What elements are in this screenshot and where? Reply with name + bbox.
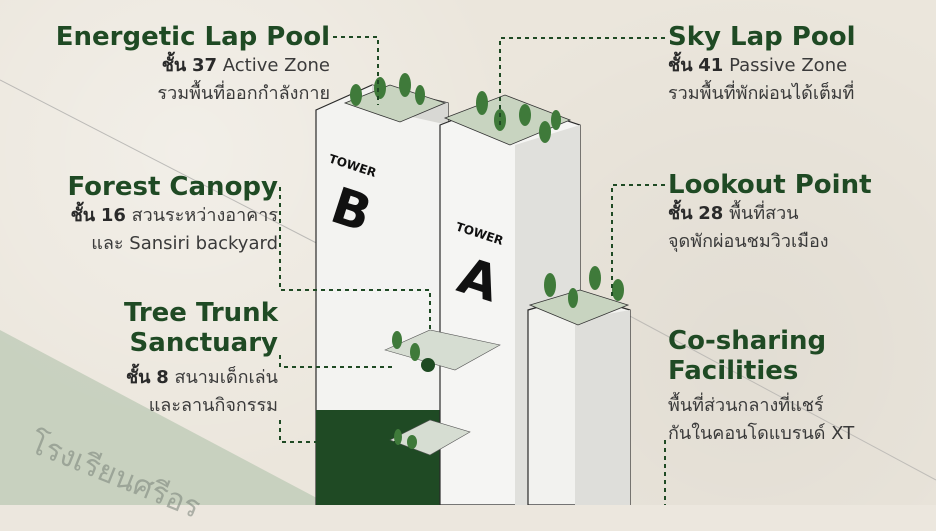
skylap-desc: รวมพื้นที่พักผ่อนได้เต็มที่: [668, 83, 855, 104]
forest-title: Forest Canopy: [67, 172, 278, 202]
road-line-right: [599, 299, 936, 481]
co-sharing-facilities-label: Co-sharing Facilities พื้นที่ส่วนกลางที่…: [668, 326, 933, 448]
trunk-desc: และลานกิจกรรม: [148, 395, 278, 416]
energetic-desc: รวมพื้นที่ออกกำลังกาย: [157, 83, 330, 104]
lookout-desc: จุดพักผ่อนชมวิวเมือง: [668, 231, 829, 252]
cosharing-title-1: Co-sharing: [668, 326, 827, 356]
roof-garden-lookout: [528, 289, 630, 326]
skylap-floor: ชั้น 41 Passive Zone: [668, 55, 848, 76]
energetic-lap-pool-label: Energetic Lap Pool ชั้น 37 Active Zone ร…: [14, 22, 330, 108]
tower-illustration: TOWER B TOWER A: [0, 36, 936, 505]
lookout-point-label: Lookout Point ชั้น 28 พื้นที่สวน จุดพักผ…: [668, 170, 933, 256]
sky-lap-pool-label: Sky Lap Pool ชั้น 41 Passive Zone รวมพื้…: [668, 22, 933, 108]
trunk-title-1: Tree Trunk: [123, 298, 278, 328]
lookout-title: Lookout Point: [668, 170, 872, 200]
leader-lines: [279, 36, 666, 505]
forest-floor: ชั้น 16 สวนระหว่างอาคาร: [70, 205, 278, 226]
road-line: [0, 79, 331, 251]
tree-trunk-sanctuary-label: Tree Trunk Sanctuary ชั้น 8 สนามเด็กเล่น…: [6, 298, 278, 420]
trunk-title-2: Sanctuary: [129, 328, 278, 358]
low-block-side: [575, 310, 630, 505]
lookout-floor: ชั้น 28 พื้นที่สวน: [668, 203, 799, 224]
cosharing-title-2: Facilities: [668, 356, 799, 386]
energetic-floor: ชั้น 37 Active Zone: [161, 55, 330, 76]
cosharing-desc-2: กันในคอนโดแบรนด์ XT: [668, 423, 855, 444]
skylap-title: Sky Lap Pool: [668, 22, 856, 52]
trees: [350, 73, 624, 449]
cosharing-desc-1: พื้นที่ส่วนกลางที่แชร์: [668, 395, 824, 416]
trunk-floor: ชั้น 8 สนามเด็กเล่น: [125, 367, 278, 388]
forest-desc: และ Sansiri backyard: [91, 233, 278, 254]
energetic-title: Energetic Lap Pool: [55, 22, 330, 52]
forest-canopy-label: Forest Canopy ชั้น 16 สวนระหว่างอาคาร แล…: [6, 172, 278, 258]
ground-band: [0, 330, 330, 505]
